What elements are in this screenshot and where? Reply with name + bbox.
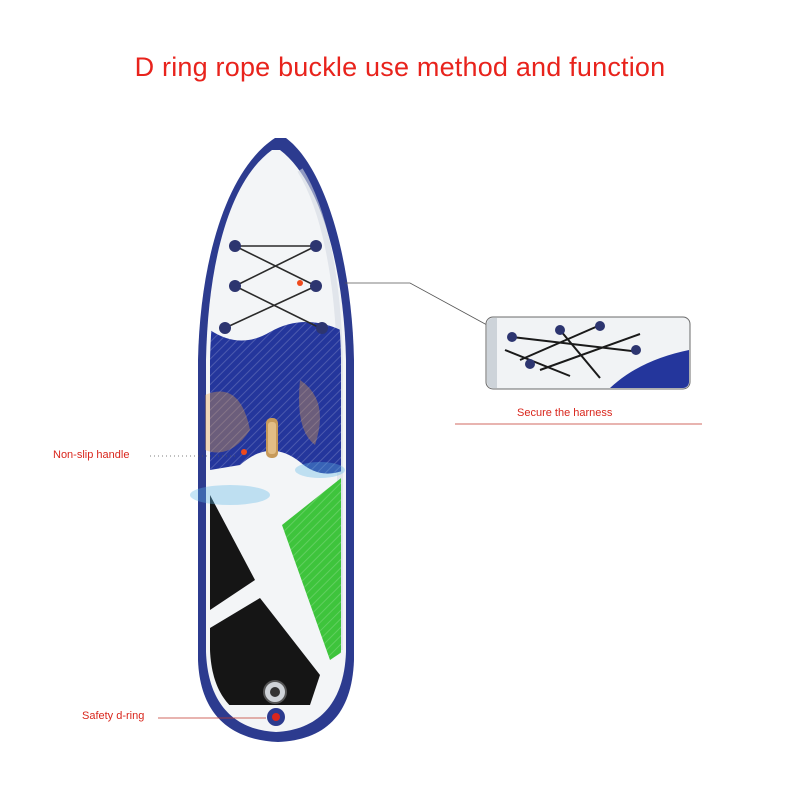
bungee-cords [224,245,321,329]
bungee-anchors [219,240,328,334]
paddle-board [198,138,354,742]
air-valve [263,680,287,704]
harness-marker [297,280,303,286]
traction-pad-black-top [210,495,255,610]
leader-lines [150,282,702,719]
inset-detail-image [485,316,691,390]
page-title: D ring rope buckle use method and functi… [134,52,666,82]
handle-marker [241,449,247,455]
d-ring [267,708,285,726]
callout-non-slip-handle: Non-slip handle [53,449,130,461]
watermark-graphic [190,380,345,505]
callout-safety-d-ring: Safety d-ring [82,710,145,722]
traction-pad-black-bottom [210,598,320,705]
carry-handle [266,418,278,458]
callout-secure-harness: Secure the harness [517,407,613,419]
